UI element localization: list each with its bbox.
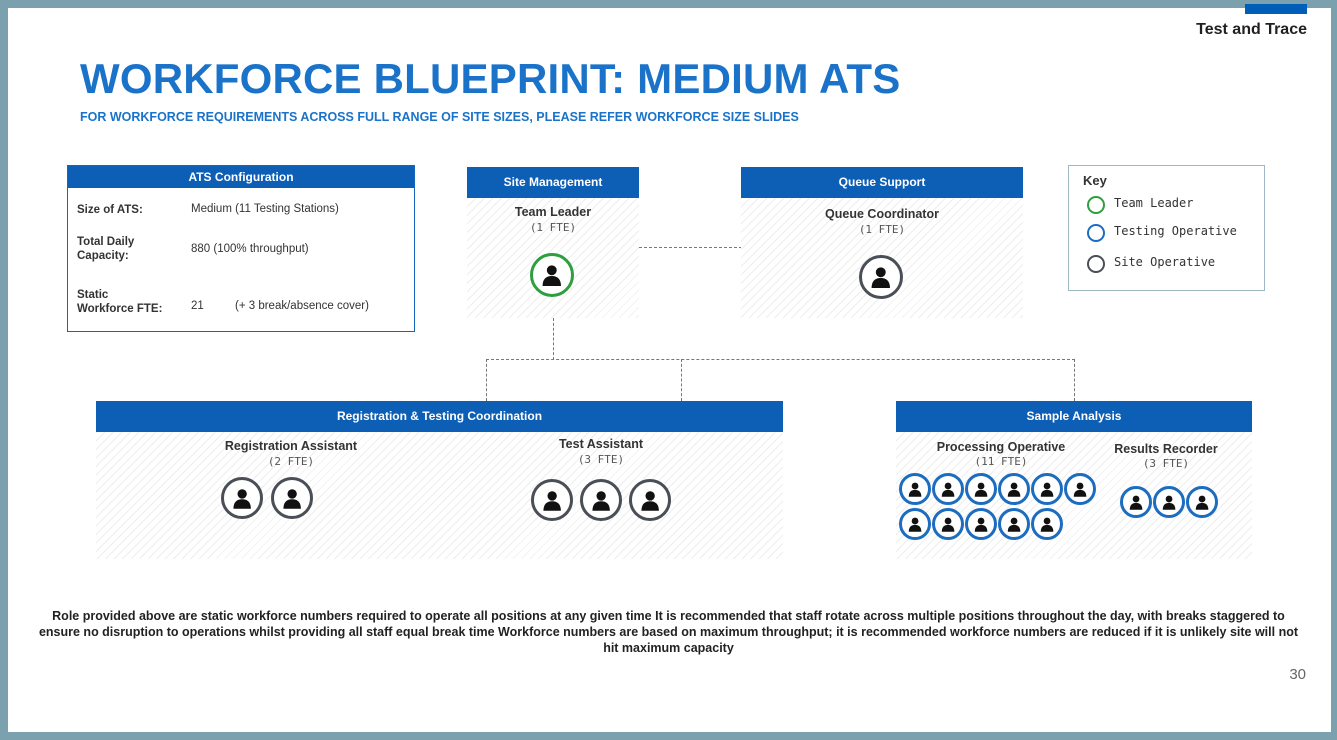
connector-to-sample (1074, 359, 1075, 401)
registration-assistant-person-icon (221, 477, 263, 519)
connector-site-down (553, 318, 554, 360)
results-recorder-person-icon (1186, 486, 1218, 518)
registration-assistant-fte: (2 FTE) (267, 455, 315, 468)
queue-coordinator-fte: (1 FTE) (858, 223, 906, 236)
team-leader-person-icon (530, 253, 574, 297)
test-assistant-person-icon (531, 479, 573, 521)
page-number: 30 (1289, 666, 1306, 683)
processing-operative-person-icon (1031, 508, 1063, 540)
workforce-extra: (+ 3 break/absence cover) (235, 300, 369, 312)
test-assistant-person-icon (580, 479, 622, 521)
workforce-value: 21 (191, 300, 204, 312)
footer-note: Role provided above are static workforce… (38, 609, 1299, 655)
results-recorder-person-icon (1120, 486, 1152, 518)
test-assistant-fte: (3 FTE) (577, 453, 625, 466)
site-management-header: Site Management (467, 167, 639, 198)
workforce-label: Static Workforce FTE: (77, 288, 162, 316)
processing-operative-person-icon (998, 473, 1030, 505)
connector-horizontal (486, 359, 1075, 360)
ats-configuration-box: ATS Configuration Size of ATS: Medium (1… (67, 165, 415, 332)
processing-operative-role: Processing Operative (936, 440, 1066, 454)
team-leader-fte: (1 FTE) (529, 221, 577, 234)
capacity-value: 880 (100% throughput) (191, 243, 309, 255)
test-assistant-role: Test Assistant (558, 437, 644, 451)
capacity-label-line-2: Capacity: (77, 250, 129, 262)
size-label: Size of ATS: (77, 204, 143, 216)
queue-coordinator-role: Queue Coordinator (825, 207, 939, 221)
team-leader-role: Team Leader (514, 205, 592, 219)
registration-header: Registration & Testing Coordination (96, 401, 783, 432)
ats-configuration-header: ATS Configuration (68, 166, 414, 188)
key-label-site-operative: Site Operative (1114, 255, 1216, 269)
processing-operative-person-icon (1064, 473, 1096, 505)
results-recorder-role: Results Recorder (1114, 442, 1218, 456)
processing-operative-person-icon (1031, 473, 1063, 505)
team-leader-key-ring-icon (1087, 196, 1105, 214)
processing-operative-person-icon (932, 473, 964, 505)
results-recorder-person-icon (1153, 486, 1185, 518)
site-management-body (467, 198, 639, 318)
logo-text: Test and Trace (1196, 21, 1307, 38)
page-subtitle: FOR WORKFORCE REQUIREMENTS ACROSS FULL R… (80, 110, 799, 124)
testing-operative-key-ring-icon (1087, 224, 1105, 242)
capacity-label-line-1: Total Daily (77, 236, 135, 248)
processing-operative-person-icon (899, 508, 931, 540)
processing-operative-person-icon (932, 508, 964, 540)
sample-analysis-panel: Sample Analysis Processing Operative (11… (896, 401, 1252, 559)
legend-key: Key Team Leader Testing Operative Site O… (1068, 165, 1265, 291)
connector-site-queue (639, 247, 742, 248)
test-assistant-person-icon (629, 479, 671, 521)
site-management-panel: Site Management Team Leader (1 FTE) (467, 167, 639, 318)
key-label-team-leader: Team Leader (1114, 196, 1194, 210)
registration-assistant-role: Registration Assistant (224, 439, 358, 453)
queue-support-header: Queue Support (741, 167, 1023, 198)
sample-analysis-header: Sample Analysis (896, 401, 1252, 432)
size-value: Medium (11 Testing Stations) (191, 203, 339, 215)
registration-assistant-person-icon (271, 477, 313, 519)
queue-coordinator-person-icon (859, 255, 903, 299)
registration-panel: Registration & Testing Coordination Regi… (96, 401, 783, 559)
workforce-label-line-1: Static (77, 289, 109, 301)
page-title: WORKFORCE BLUEPRINT: MEDIUM ATS (80, 55, 901, 102)
site-operative-key-ring-icon (1087, 255, 1105, 273)
processing-operative-fte: (11 FTE) (974, 455, 1028, 468)
queue-support-panel: Queue Support Queue Coordinator (1 FTE) (741, 167, 1023, 318)
nhs-logo-bar (1245, 4, 1307, 14)
key-label-testing-operative: Testing Operative (1114, 224, 1237, 238)
key-title: Key (1083, 173, 1107, 188)
processing-operative-person-icon (998, 508, 1030, 540)
results-recorder-fte: (3 FTE) (1142, 457, 1190, 470)
processing-operative-person-icon (899, 473, 931, 505)
connector-to-test (681, 359, 682, 401)
capacity-label: Total Daily Capacity: (77, 235, 134, 263)
workforce-label-line-2: Workforce FTE: (77, 303, 163, 315)
processing-operative-person-icon (965, 473, 997, 505)
connector-to-registration (486, 359, 487, 401)
processing-operative-person-icon (965, 508, 997, 540)
